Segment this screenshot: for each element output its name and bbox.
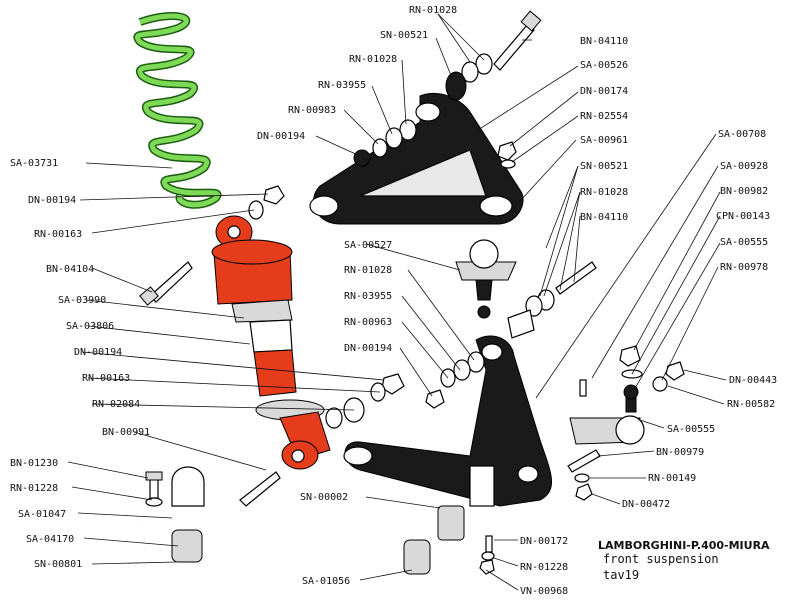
label-sa-03990: SA-03990 (58, 295, 106, 306)
label-bn-04104: BN-04104 (46, 264, 94, 275)
label-rn-00983: RN-00983 (288, 105, 336, 116)
caption-title: LAMBORGHINI-P.400-MIURA (598, 539, 770, 552)
label-rn-00149: RN-00149 (648, 473, 696, 484)
label-rn-01228-b: RN-01228 (520, 562, 568, 573)
label-rn-01028-d: RN-01028 (344, 265, 392, 276)
label-dn-00443: DN-00443 (729, 375, 777, 386)
label-bn-00979: BN-00979 (656, 447, 704, 458)
label-bn-01230: BN-01230 (10, 458, 58, 469)
label-cpn-00143: CPN-00143 (716, 211, 770, 222)
label-dn-00174: DN-00174 (580, 86, 628, 97)
upper-ball-joint-drawing (455, 239, 517, 319)
coil-spring-drawing (133, 12, 222, 209)
part-labels: RN-01028 SN-00521 BN-04110 RN-01028 SA-0… (10, 5, 777, 597)
label-sa-00526: SA-00526 (580, 60, 628, 71)
label-rn-02554: RN-02554 (580, 111, 628, 122)
label-rn-00163-a: RN-00163 (34, 229, 82, 240)
label-rn-00163-b: RN-00163 (82, 373, 130, 384)
caption-block: LAMBORGHINI-P.400-MIURA front suspension… (598, 539, 770, 582)
upper-arm-drawing (309, 92, 524, 225)
label-rn-00963: RN-00963 (344, 317, 392, 328)
label-rn-03955-b: RN-03955 (344, 291, 392, 302)
label-dn-00172: DN-00172 (520, 536, 568, 547)
label-rn-01228-a: RN-01228 (10, 483, 58, 494)
label-rn-02084: RN-02084 (92, 399, 140, 410)
label-sa-00708: SA-00708 (718, 129, 766, 140)
caption-subtitle: front suspension (603, 552, 719, 566)
label-sa-00961: SA-00961 (580, 135, 628, 146)
leader-lines (67, 13, 727, 591)
caption-plate: tav19 (603, 568, 639, 582)
label-sn-00521-b: SN-00521 (580, 161, 628, 172)
shock-absorber-drawing (211, 215, 331, 470)
label-sa-04170: SA-04170 (26, 534, 74, 545)
label-sa-01056: SA-01056 (302, 576, 350, 587)
label-dn-00194-b: DN-00194 (28, 195, 76, 206)
label-dn-00194-a: DN-00194 (257, 131, 305, 142)
label-rn-01028-a: RN-01028 (409, 5, 457, 16)
label-sn-00521-a: SN-00521 (380, 30, 428, 41)
lower-arm-drawing (343, 335, 553, 507)
anti-roll-bar-drawing (139, 466, 465, 575)
label-sn-00002: SN-00002 (300, 492, 348, 503)
label-sa-03731: SA-03731 (10, 158, 58, 169)
label-bn-04110-b: BN-04110 (580, 212, 628, 223)
label-dn-00194-c: DN-00194 (74, 347, 122, 358)
label-dn-00194-d: DN-00194 (344, 343, 392, 354)
label-vn-00968: VN-00968 (520, 586, 568, 597)
label-sa-03806: SA-03806 (66, 321, 114, 332)
label-sa-00928: SA-00928 (720, 161, 768, 172)
label-bn-00991: BN-00991 (102, 427, 150, 438)
label-bn-00982: BN-00982 (720, 186, 768, 197)
label-bn-04110-a: BN-04110 (580, 36, 628, 47)
lower-ball-joint-drawing (569, 384, 645, 445)
label-rn-03955-a: RN-03955 (318, 80, 366, 91)
label-rn-01028-b: RN-01028 (349, 54, 397, 65)
label-rn-01028-c: RN-01028 (580, 187, 628, 198)
label-sn-00801: SN-00801 (34, 559, 82, 570)
label-dn-00472: DN-00472 (622, 499, 670, 510)
label-sa-00555-b: SA-00555 (667, 424, 715, 435)
label-rn-00978: RN-00978 (720, 262, 768, 273)
label-sa-00527: SA-00527 (344, 240, 392, 251)
hardware-drawings (139, 10, 685, 575)
label-sa-01047: SA-01047 (18, 509, 66, 520)
label-sa-00555-a: SA-00555 (720, 237, 768, 248)
label-rn-00582: RN-00582 (727, 399, 775, 410)
